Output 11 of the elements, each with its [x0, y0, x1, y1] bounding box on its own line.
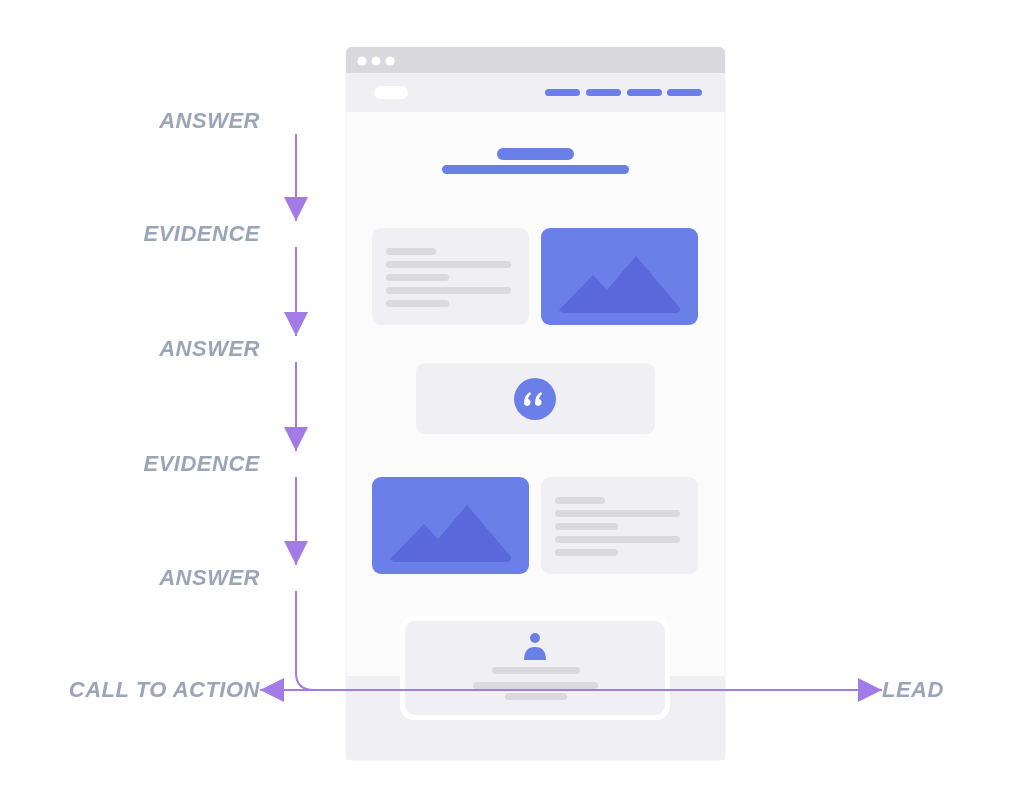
- stage-label: CALL TO ACTION: [68, 677, 260, 703]
- flow-arrow: [284, 246, 308, 337]
- stage-label: EVIDENCE: [143, 221, 260, 247]
- flow-arrow: [284, 133, 308, 222]
- stage-label: EVIDENCE: [143, 451, 260, 477]
- stage-label: LEAD: [882, 677, 944, 703]
- flow-arrow: [284, 476, 308, 566]
- flow-arrow: [284, 361, 308, 452]
- stage-label: ANSWER: [159, 565, 260, 591]
- stage-label: ANSWER: [159, 108, 260, 134]
- stage-label: ANSWER: [159, 336, 260, 362]
